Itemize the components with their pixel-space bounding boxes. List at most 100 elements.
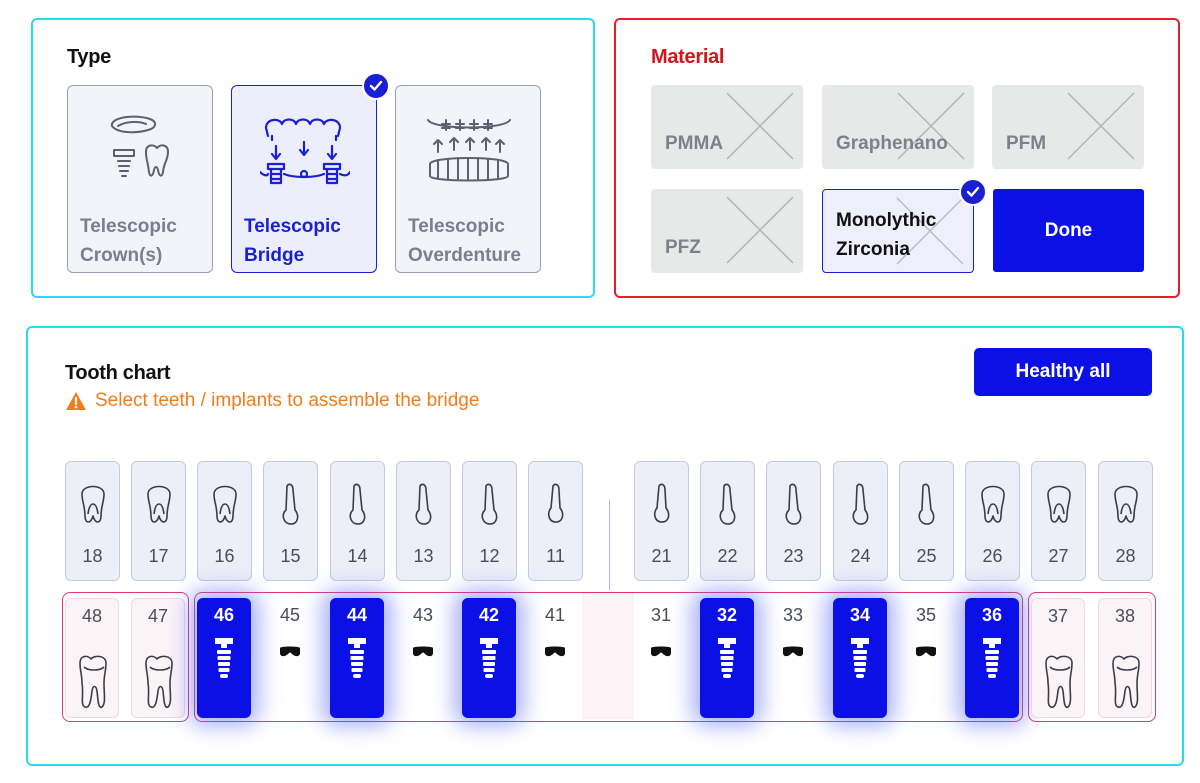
lower-tooth-44[interactable]: 44 [330,598,384,718]
telescopic-bridge-icon [260,118,350,185]
single-root-tooth-icon [481,483,498,525]
lower-tooth-36[interactable]: 36 [965,598,1019,718]
single-root-tooth-icon [918,483,935,525]
lower-tooth-43[interactable]: 43 [396,598,450,718]
midline-gap [582,593,634,719]
telescopic-crown-icon [111,115,169,177]
pontic-icon [916,646,936,657]
lower-tooth-31[interactable]: 31 [634,598,688,718]
material-label: PFM [1006,133,1047,154]
tooth-number: 36 [981,605,1003,625]
material-title: Material [651,46,725,68]
upper-tooth-11[interactable]: 11 [528,461,583,581]
lower-tooth-38[interactable]: 38 [1098,598,1152,718]
bridge-group-frame [194,592,1023,722]
tooth-chart-title: Tooth chart [65,362,171,384]
tooth-number: 45 [279,605,301,625]
lower-tooth-33[interactable]: 33 [766,598,820,718]
tooth-number: 35 [915,605,937,625]
lower-tooth-32[interactable]: 32 [700,598,754,718]
warning-message: Select teeth / implants to assemble the … [65,390,479,412]
molar-tooth-icon [79,655,107,709]
material-label: PFZ [665,237,701,258]
tooth-number: 26 [982,546,1003,566]
upper-tooth-24[interactable]: 24 [833,461,888,581]
unavailable-cross-icon [897,92,965,160]
implant-icon [983,638,1001,678]
upper-tooth-14[interactable]: 14 [330,461,385,581]
upper-tooth-26[interactable]: 26 [965,461,1020,581]
upper-tooth-22[interactable]: 22 [700,461,755,581]
telescopic-overdenture-icon [427,119,511,182]
warning-icon [66,392,86,410]
implant-icon [480,638,498,678]
material-option-pmma[interactable]: PMMA [651,85,803,169]
tooth-number: 27 [1048,546,1069,566]
material-label: Monolythic Zirconia [836,210,937,260]
material-option-graphenano[interactable]: Graphenano [822,85,974,169]
upper-tooth-21[interactable]: 21 [634,461,689,581]
pontic-icon [545,646,565,657]
implant-icon [348,638,366,678]
pontic-icon [783,646,803,657]
type-title: Type [67,46,111,68]
implant-icon [215,638,233,678]
lower-tooth-48[interactable]: 48 [65,598,119,718]
single-root-tooth-icon [719,483,736,525]
tooth-number: 47 [147,606,169,626]
upper-tooth-17[interactable]: 17 [131,461,186,581]
upper-tooth-28[interactable]: 28 [1098,461,1153,581]
pontic-icon [413,646,433,657]
material-option-monolythic-zirconia[interactable]: Monolythic Zirconia [822,178,987,273]
material-option-pfm[interactable]: PFM [992,85,1144,169]
lower-tooth-35[interactable]: 35 [899,598,953,718]
unavailable-cross-icon [1067,92,1135,160]
tooth-number: 38 [1114,606,1136,626]
unavailable-cross-icon [726,196,794,264]
lower-tooth-37[interactable]: 37 [1031,598,1085,718]
tooth-number: 23 [783,546,804,566]
single-root-tooth-icon [415,483,432,525]
upper-tooth-15[interactable]: 15 [263,461,318,581]
type-card-telescopic-crown[interactable]: Telescopic Crown(s) [67,85,213,273]
unavailable-cross-icon [726,92,794,160]
lower-tooth-47[interactable]: 47 [131,598,185,718]
implant-icon [718,638,736,678]
type-card-telescopic-bridge[interactable]: Telescopic Bridge [231,72,390,273]
tooth-number: 34 [849,605,871,625]
type-card-telescopic-overdenture[interactable]: Telescopic Overdenture [395,85,541,273]
upper-tooth-12[interactable]: 12 [462,461,517,581]
unavailable-cross-icon [896,197,964,265]
tooth-number: 31 [650,605,672,625]
upper-tooth-13[interactable]: 13 [396,461,451,581]
tooth-number: 41 [544,605,566,625]
upper-tooth-23[interactable]: 23 [766,461,821,581]
molar-group-left-frame [62,592,189,722]
tooth-number: 18 [82,546,103,566]
single-root-tooth-icon [653,483,670,523]
tooth-number: 46 [213,605,235,625]
lower-tooth-41[interactable]: 41 [528,598,582,718]
healthy-all-button[interactable]: Healthy all [974,348,1152,396]
lower-tooth-42[interactable]: 42 [462,598,516,718]
molar-tooth-icon [145,655,173,709]
selected-check-icon [959,178,987,206]
upper-tooth-16[interactable]: 16 [197,461,252,581]
upper-tooth-25[interactable]: 25 [899,461,954,581]
lower-tooth-46[interactable]: 46 [197,598,251,718]
upper-tooth-27[interactable]: 27 [1031,461,1086,581]
upper-tooth-18[interactable]: 18 [65,461,120,581]
lower-tooth-34[interactable]: 34 [833,598,887,718]
single-root-tooth-icon [785,483,802,525]
tooth-number: 48 [81,606,103,626]
molar-group-right-frame [1028,592,1156,722]
lower-tooth-45[interactable]: 45 [263,598,317,718]
material-label: Graphenano [836,133,948,154]
tooth-number: 42 [478,605,500,625]
pontic-icon [651,646,671,657]
done-button[interactable]: Done [993,189,1144,272]
tooth-number: 24 [850,546,871,566]
molar-tooth-icon [1114,485,1138,523]
material-option-pfz[interactable]: PFZ [651,189,803,273]
tooth-number: 44 [346,605,368,625]
